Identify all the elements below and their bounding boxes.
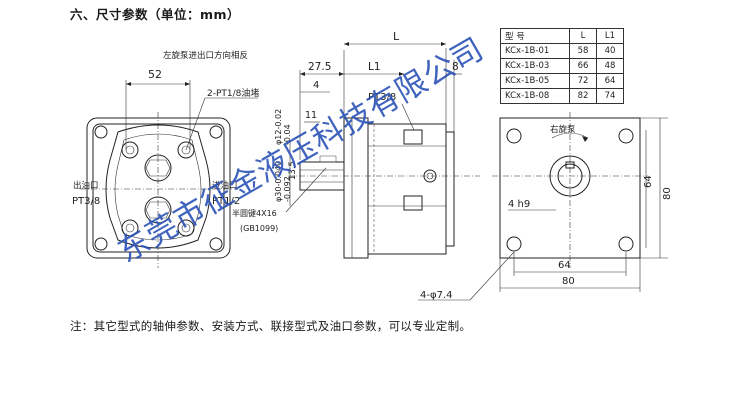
table-cell: 64	[596, 73, 624, 89]
rotation-label: 右旋泵	[550, 124, 576, 135]
section-heading: 六、尺寸参数（单位：mm）	[70, 7, 241, 22]
outlet-label: 出油口	[73, 180, 99, 191]
side-port: PT3/8	[368, 92, 396, 103]
table-cell: KCx-1B-03	[500, 58, 570, 74]
dim-80-horizontal: 80	[562, 276, 575, 287]
dim-64-vertical: 64	[643, 175, 654, 188]
dim-64-horizontal: 64	[558, 260, 571, 271]
side-view: L 27.5 L1 8 4 11 PT3/8 φ12-0.02-0.04 φ30…	[232, 30, 480, 259]
inlet-thread: PT1/2	[212, 196, 240, 207]
outlet-thread: PT3/8	[72, 196, 100, 207]
table-cell: 74	[596, 88, 624, 104]
table-row: KCx-1B-01 58 40	[500, 43, 624, 59]
dia-12: φ12-0.02-0.04	[274, 109, 292, 145]
key-width: 4 h9	[508, 199, 530, 210]
key-standard: (GB1099)	[240, 224, 278, 233]
end-view: 右旋泵 4 h9 64 80 64 80 4-φ7.4	[418, 112, 673, 301]
footnote: 注：其它型式的轴伸参数、安装方式、联接型式及油口参数，可以专业定制。	[70, 319, 472, 333]
mount-hole-bl	[94, 237, 108, 251]
dim-80-vertical: 80	[662, 187, 673, 200]
dim-27-5: 27.5	[308, 61, 331, 73]
end-shaft	[557, 163, 583, 189]
dim-52: 52	[148, 68, 162, 81]
dim-8: 8	[452, 61, 459, 73]
end-boss	[549, 155, 591, 197]
table-header-row: 型 号 L L1	[500, 28, 624, 44]
dim-L: L	[393, 30, 400, 43]
table-row: KCx-1B-05 72 64	[500, 73, 624, 89]
plug-label: 2-PT1/8油堵	[207, 87, 259, 99]
dia-30: φ30-0.040-0.092	[274, 161, 292, 202]
table-cell: 58	[569, 43, 597, 59]
table-cell: 66	[569, 58, 597, 74]
table-cell: 82	[569, 88, 597, 104]
front-view-title: 左旋泵进出口方向相反	[163, 50, 248, 61]
table-cell: 48	[596, 58, 624, 74]
table-header-model: 型 号	[500, 28, 570, 44]
dim-13-5: 13.5	[288, 161, 298, 180]
table-cell: 40	[596, 43, 624, 59]
table-cell: KCx-1B-08	[500, 88, 570, 104]
dim-4: 4	[313, 80, 319, 91]
table-row: KCx-1B-08 82 74	[500, 88, 624, 104]
table-cell: KCx-1B-01	[500, 43, 570, 59]
dim-11: 11	[305, 110, 317, 121]
table-cell: KCx-1B-05	[500, 73, 570, 89]
front-view: 52 左旋泵进出口方向相反 2-PT1/8油堵 出油口 PT3/8 进油口 PT…	[72, 50, 259, 268]
inlet-label: 进油口	[212, 180, 238, 191]
mount-hole-br	[209, 237, 223, 251]
table-header-L: L	[569, 28, 597, 44]
front-flange-outline	[86, 117, 231, 259]
table-cell: 72	[569, 73, 597, 89]
mount-holes-spec: 4-φ7.4	[420, 290, 452, 301]
table-header-L1: L1	[596, 28, 624, 44]
model-parameter-table: 型 号 L L1 KCx-1B-01 58 40 KCx-1B-03 66 48…	[500, 28, 624, 104]
pump-body-outline	[105, 124, 211, 249]
mount-hole-tl	[94, 125, 108, 139]
mount-hole-tr	[209, 125, 223, 139]
key-spec: 半圆键4X16	[232, 208, 277, 218]
dim-L1: L1	[368, 61, 381, 73]
front-flange-inner	[92, 123, 225, 253]
table-row: KCx-1B-03 66 48	[500, 58, 624, 74]
